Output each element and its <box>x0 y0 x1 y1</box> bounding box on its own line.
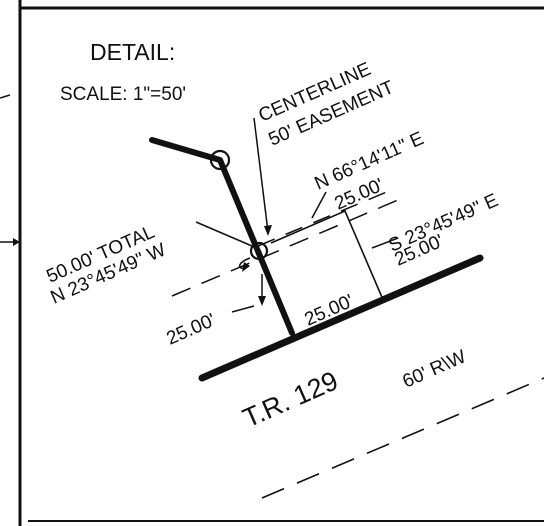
hook-arrowhead <box>242 262 250 272</box>
easement-dashed-line-lower <box>171 199 399 297</box>
detail-title: DETAIL: <box>90 39 175 65</box>
road-centerline-dashed <box>261 377 544 499</box>
easement-dashed-line-upper <box>257 187 397 247</box>
total-leader <box>195 221 253 247</box>
outside-leader-top <box>0 94 11 99</box>
scale-label: SCALE: 1"=50' <box>60 84 186 105</box>
centerline-leader <box>253 117 269 233</box>
top-bearing-leader <box>311 191 327 219</box>
bottom-left-distance-label: 25.00' <box>164 310 219 350</box>
offset-leader <box>231 305 255 313</box>
offset-dimension-arrow <box>258 296 266 306</box>
centerline-leader-arrow <box>264 225 272 236</box>
outside-arrowhead <box>13 238 20 246</box>
road-row-label: 60' R\W <box>400 346 470 392</box>
bend-point-marker <box>209 149 231 171</box>
road-name-label: T.R. 129 <box>238 365 342 433</box>
easement-box-outline <box>270 209 385 303</box>
road-row-line <box>198 254 484 382</box>
driveway-line <box>149 137 295 336</box>
easement-point-marker <box>249 241 269 261</box>
right-bearing-leader <box>371 237 399 249</box>
